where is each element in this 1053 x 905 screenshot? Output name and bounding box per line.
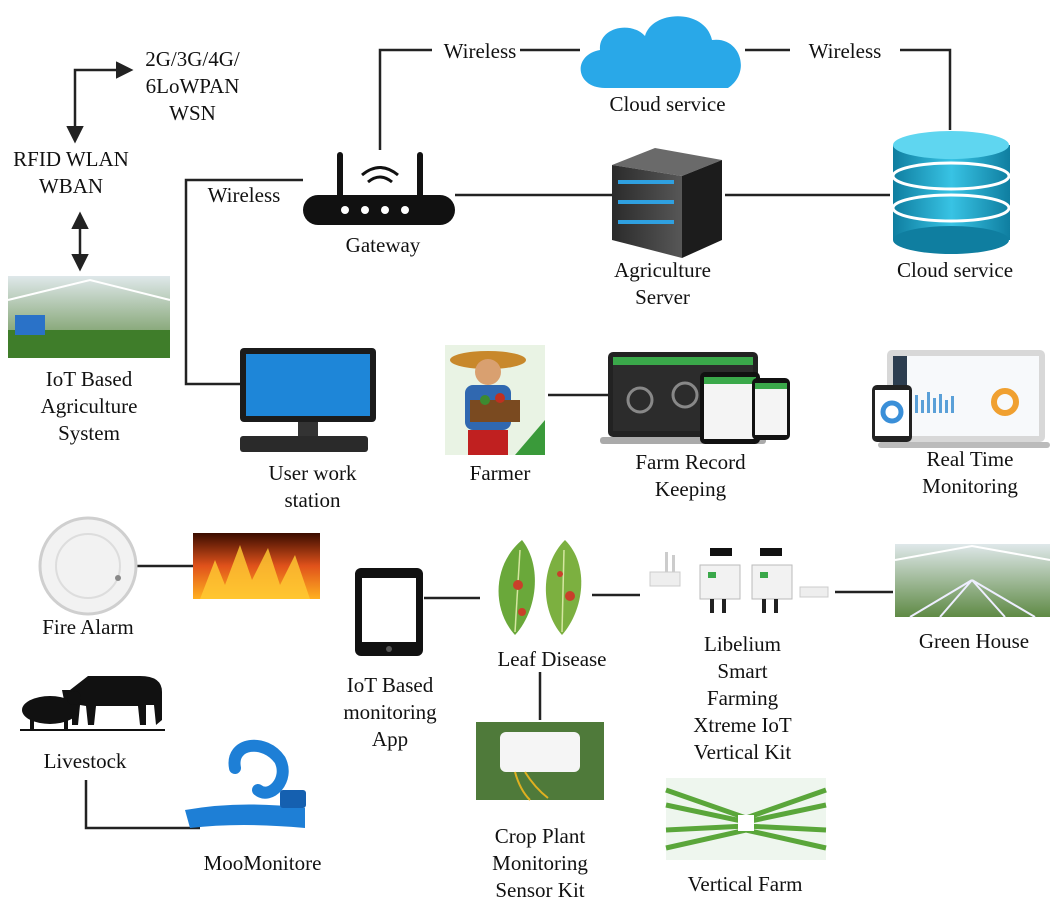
server-icon [612,148,722,258]
vertical-farm-label: Vertical Farm [687,872,803,896]
greenhouse-icon [894,544,1051,618]
fire-icon [193,533,320,599]
greenhouse-label: Green House [918,629,1030,653]
cloud-top-label: Cloud service [609,92,726,116]
moo-label: MooMonitore [203,851,322,875]
leaf-label: Leaf Disease [497,647,607,671]
leaf-icon [498,540,582,635]
greenhouse-photo-icon [7,276,171,358]
farmer-label: Farmer [469,461,531,485]
phone-icon [355,568,423,656]
farmer-icon [445,345,545,455]
tablet-icon [700,372,790,444]
database-icon [891,131,1011,254]
vertical-farm-icon [665,778,827,860]
server-label: Agriculture Server [614,258,711,309]
sheep-icon [22,691,81,730]
arrows [66,61,134,272]
cloud-icon [580,16,741,88]
crop-kit-label: Crop Plant Monitoring Sensor Kit [492,824,588,902]
cow-icon [62,676,162,725]
fire-alarm-label: Fire Alarm [42,615,134,639]
rfid-label: RFID WLAN WBAN [13,147,129,198]
connector-lines [84,48,952,830]
iot-system-label: IoT Based Agriculture System [40,367,138,445]
bracelet-icon [185,739,306,828]
app-label: IoT Based monitoring App [343,673,437,751]
wireless-label-right: Wireless [808,39,882,63]
farm-record-label: Farm Record Keeping [635,450,746,501]
networks-label: 2G/3G/4G/ 6LoWPAN WSN [145,47,240,125]
realtime-laptop-icon [872,350,1050,448]
monitor-icon [240,348,376,452]
cloud-db-label: Cloud service [896,258,1014,282]
gateway-label: Gateway [345,233,421,257]
livestock-label: Livestock [43,749,127,773]
router-icon [303,152,455,225]
smoke-detector-icon [38,516,138,616]
wireless-label-gateway: Wireless [207,183,281,207]
sensor-node-icon [649,548,829,613]
sensor-kit-icon [476,722,604,801]
wireless-label-left: Wireless [443,39,517,63]
workstation-label: User work station [268,461,357,512]
libelium-label: Libelium Smart Farming Xtreme IoT Vertic… [693,632,792,764]
realtime-label: Real Time Monitoring [922,447,1018,498]
